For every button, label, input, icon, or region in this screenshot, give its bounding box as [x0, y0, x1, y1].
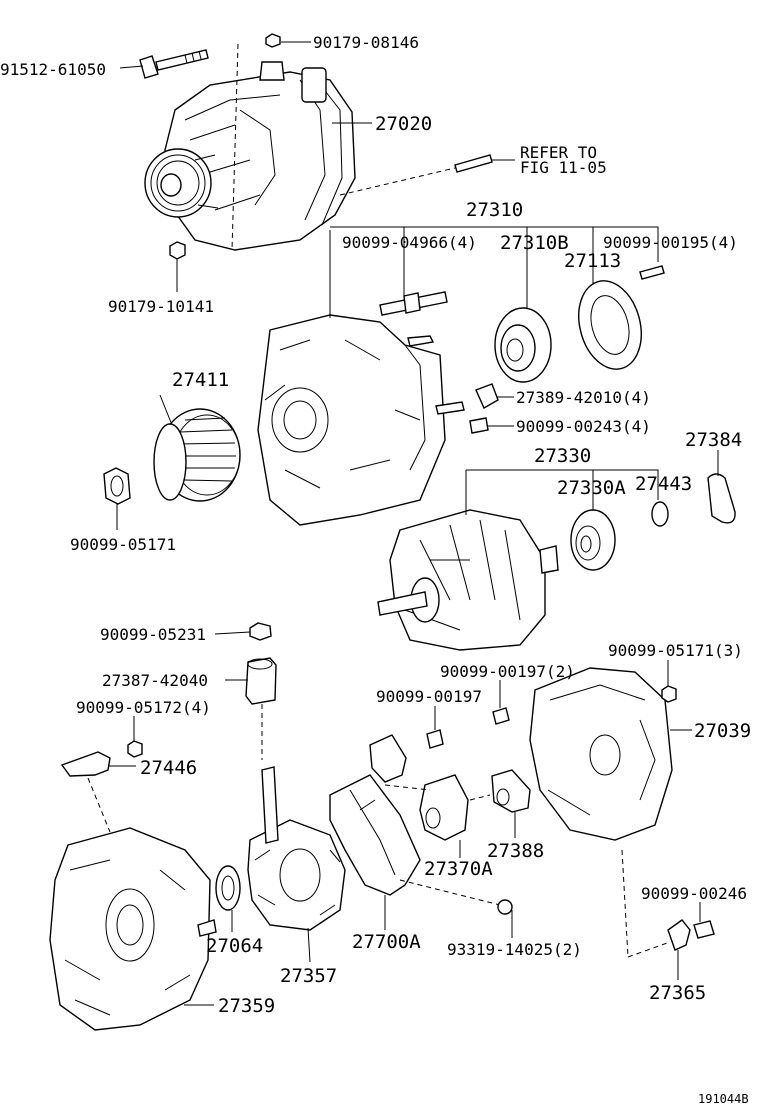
alternator-assembly-drawing [144, 61, 356, 251]
stud-bolt-90099-04966-drawing [379, 291, 448, 316]
ring-27384-drawing [707, 473, 736, 524]
label-27370a: 27370A [424, 858, 493, 880]
holder-27388-drawing [491, 769, 531, 813]
terminal-insulator-27387-drawing [245, 657, 277, 705]
label-27330: 27330 [534, 445, 591, 467]
nut-90099-05171-3-drawing [661, 685, 677, 703]
drive-end-frame-drawing [257, 314, 465, 526]
label-27411: 27411 [172, 369, 229, 391]
label-27310: 27310 [466, 199, 523, 221]
retainer-27113-drawing [578, 280, 642, 370]
terminal-27365-drawing [667, 919, 691, 951]
nut-90099-05171-drawing [103, 467, 131, 505]
label-90099-04966: 90099-04966(4) [342, 233, 477, 252]
label-27357: 27357 [280, 965, 337, 987]
label-90179-08146: 90179-08146 [313, 33, 419, 52]
figure-reference-code: 191044B [698, 1092, 749, 1106]
label-27443: 27443 [635, 473, 692, 495]
label-90099-05171: 90099-05171 [70, 535, 176, 554]
label-27700a: 27700A [352, 931, 421, 953]
label-90099-00197: 90099-00197 [376, 687, 482, 706]
label-27446: 27446 [140, 757, 197, 779]
nut-90099-05172-drawing [127, 740, 143, 758]
label-27039: 27039 [694, 720, 751, 742]
nut-90099-00246-drawing [693, 920, 715, 939]
stud-drawing [454, 154, 493, 173]
bearing-27310b-drawing [494, 307, 552, 383]
label-27064: 27064 [206, 935, 263, 957]
rectifier-27357-drawing [247, 766, 346, 931]
rotor-27330-drawing [377, 509, 559, 651]
label-90179-10141: 90179-10141 [108, 297, 214, 316]
regulator-27370a-drawing [419, 774, 469, 841]
label-91512-61050: 91512-61050 [0, 60, 106, 79]
rear-end-frame-27359-drawing [49, 827, 217, 1031]
label-27359: 27359 [218, 995, 275, 1017]
leader-lines [108, 41, 719, 1006]
label-90099-05172: 90099-05172(4) [76, 698, 211, 717]
screw-90099-00243-drawing [469, 417, 489, 434]
brush-holder-27700a-drawing [329, 774, 421, 896]
label-27113: 27113 [564, 250, 621, 272]
label-27389-42010: 27389-42010(4) [516, 388, 651, 407]
rear-cover-27039-drawing [529, 667, 673, 841]
brush-cover-drawing [369, 734, 407, 783]
label-27387-42040: 27387-42040 [102, 671, 208, 690]
insulator-27389-drawing [475, 383, 499, 409]
bolt-91512-61050-drawing [139, 49, 209, 79]
washer-27443-drawing [651, 501, 669, 527]
label-90099-05171-3: 90099-05171(3) [608, 641, 743, 660]
label-27310b: 27310B [500, 232, 569, 254]
label-27384: 27384 [685, 429, 742, 451]
label-27020: 27020 [375, 113, 432, 135]
nut-90099-05231-drawing [249, 622, 272, 641]
screw-90099-00197-a-drawing [426, 729, 444, 749]
nut-90179-10141-drawing [169, 241, 186, 260]
label-27388: 27388 [487, 840, 544, 862]
screw-90099-00195-drawing [639, 265, 665, 280]
label-27330a: 27330A [557, 477, 626, 499]
label-refer-to: REFER TO [520, 143, 597, 162]
bracket-27446-drawing [60, 751, 111, 777]
washer-93319-14025-drawing [497, 899, 513, 915]
label-fig-11-05: FIG 11-05 [520, 158, 607, 177]
nut-90179-08146-drawing [265, 33, 281, 48]
label-90099-05231: 90099-05231 [100, 625, 206, 644]
label-90099-00197-2: 90099-00197(2) [440, 662, 575, 681]
label-93319-14025: 93319-14025(2) [447, 940, 582, 959]
bearing-27330a-drawing [570, 509, 616, 571]
label-90099-00243: 90099-00243(4) [516, 417, 651, 436]
screw-90099-00197-b-drawing [492, 707, 510, 725]
gasket-27064-drawing [215, 865, 241, 911]
label-90099-00246: 90099-00246 [641, 884, 747, 903]
pulley-27411-drawing [153, 408, 241, 502]
label-27365: 27365 [649, 982, 706, 1004]
label-90099-00195: 90099-00195(4) [603, 233, 738, 252]
